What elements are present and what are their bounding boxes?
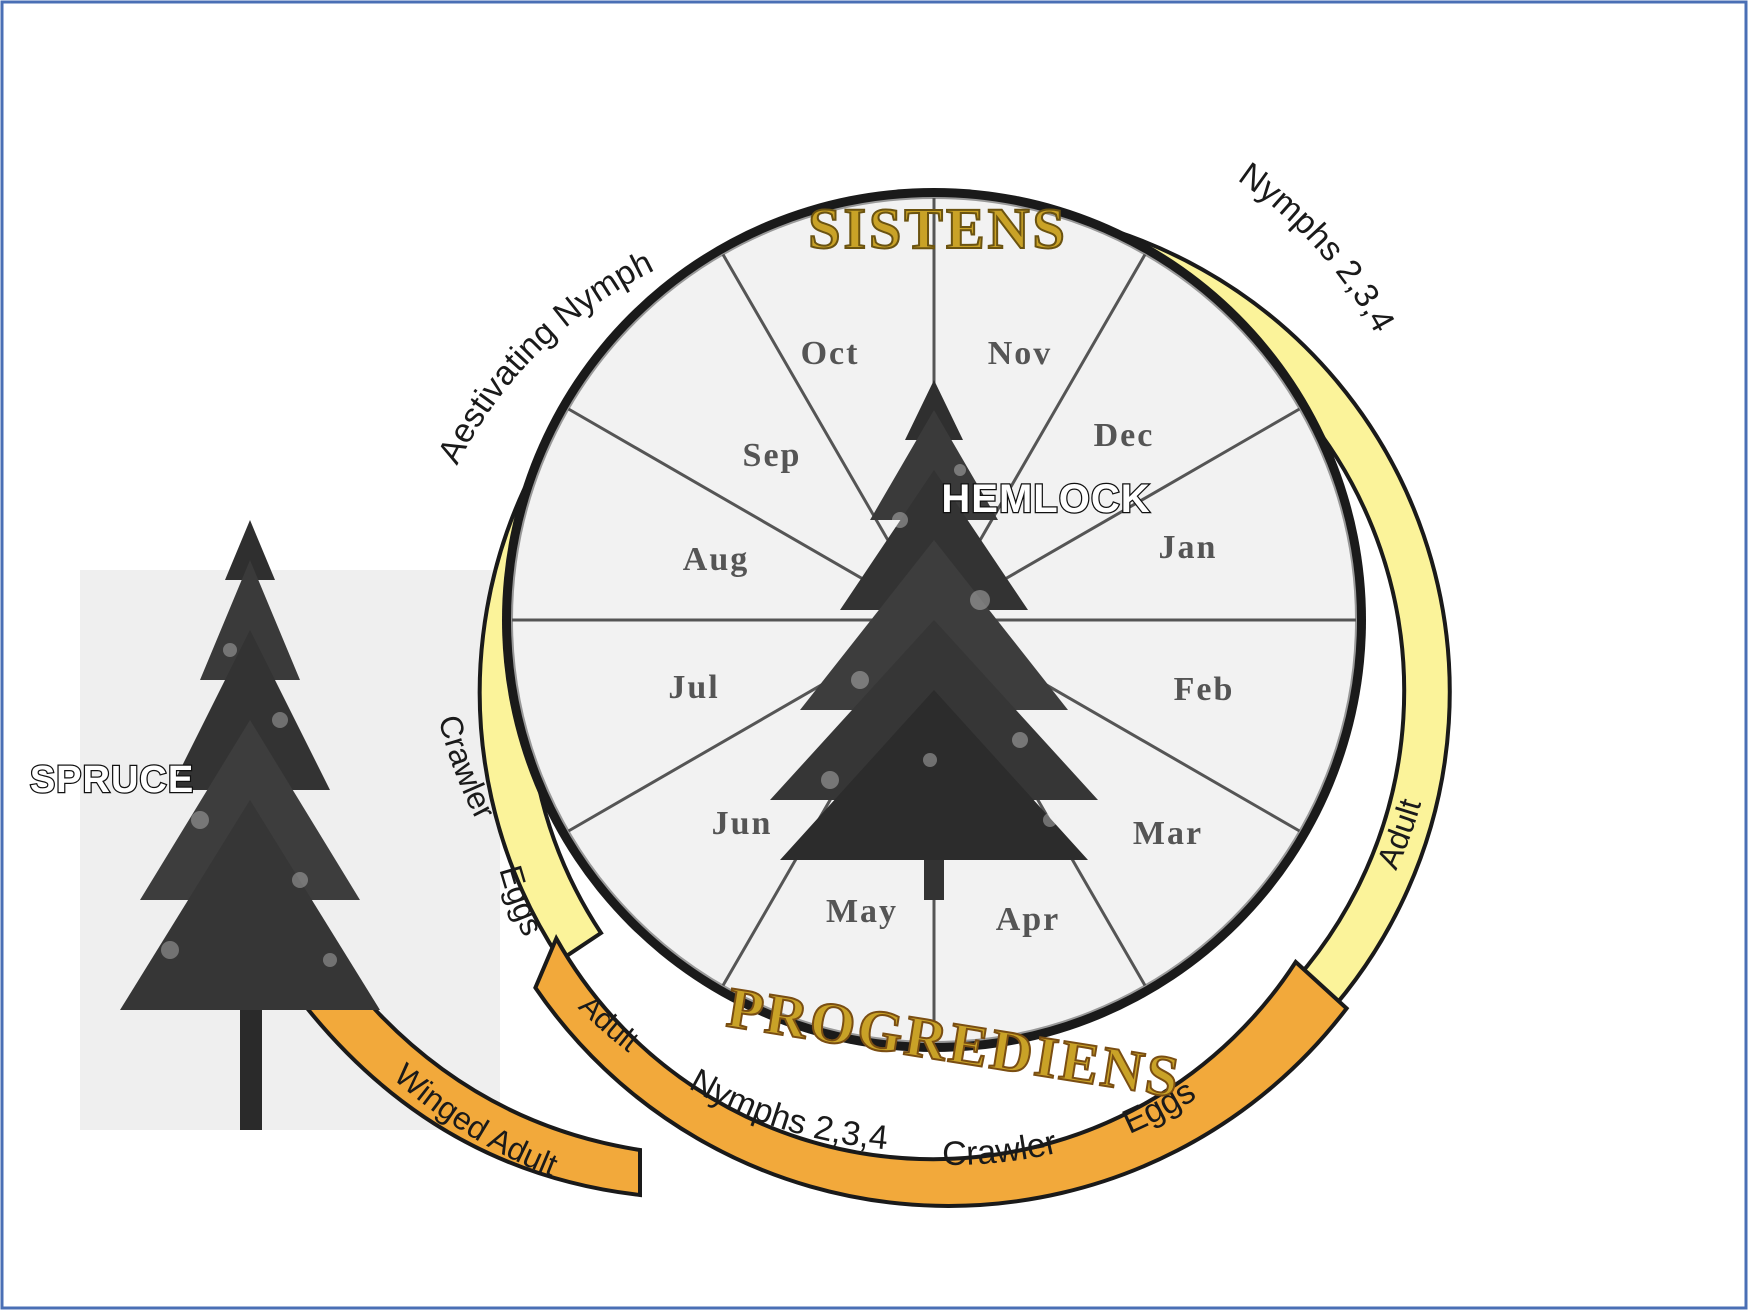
month-label: Jun bbox=[712, 805, 773, 842]
hemlock-label: HEMLOCK bbox=[941, 477, 1150, 521]
winged-adult-band bbox=[278, 952, 642, 1198]
spruce-tree-illustration bbox=[120, 520, 380, 1130]
month-label: Sep bbox=[743, 437, 802, 474]
month-label: Nov bbox=[988, 335, 1053, 372]
month-label: May bbox=[826, 893, 898, 930]
month-label: Jul bbox=[668, 669, 719, 706]
month-label: Feb bbox=[1174, 671, 1235, 708]
month-labels: Oct Nov Dec Jan Feb Mar Apr May Jun Jul … bbox=[668, 335, 1235, 938]
hemlock-tree-illustration bbox=[770, 380, 1098, 900]
progrediens-ring bbox=[533, 933, 1350, 1208]
sistens-title: SISTENS bbox=[808, 196, 1068, 261]
month-label: Jan bbox=[1159, 529, 1218, 566]
month-label: Mar bbox=[1133, 815, 1203, 852]
month-label: Oct bbox=[801, 335, 860, 372]
spruce-label: SPRUCE bbox=[30, 759, 194, 801]
month-label: Dec bbox=[1094, 417, 1155, 454]
month-label: Aug bbox=[683, 541, 749, 578]
month-label: Apr bbox=[996, 901, 1061, 938]
